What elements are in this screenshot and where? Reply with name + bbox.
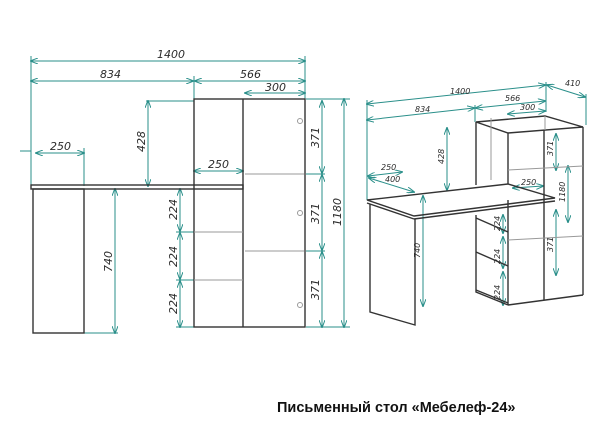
dim-label: 428 [437,149,446,164]
dim-label: 566 [240,68,261,81]
dim-label: 834 [415,105,430,114]
tower-top [475,115,584,134]
dim-label: 224 [493,216,502,231]
dim-label: 740 [102,251,115,272]
dim-label: 300 [265,81,286,94]
dim-label: 1180 [558,182,567,202]
tower [193,98,306,328]
drawing-title: Письменный стол «Мебелеф-24» [277,400,516,416]
dim-label: 224 [493,285,502,300]
dim-label: 428 [135,131,148,152]
dim-label: 410 [565,79,580,88]
handle-icon [297,118,303,124]
dim-label: 250 [381,163,396,172]
desk-top [366,183,556,217]
desk-leg [369,204,416,326]
dim-label: 250 [208,158,229,171]
dim-label: 371 [309,279,322,300]
dim-label: 371 [546,141,555,156]
dim-label: 1400 [157,48,185,61]
desk-perspective-outline [366,115,584,326]
dim-label: 371 [546,237,555,252]
dim-label: 224 [167,246,180,267]
dim-label: 300 [520,103,535,112]
perspective-dimension-lines [367,82,586,306]
dim-label: 224 [493,249,502,264]
dim-label: 1180 [331,198,344,226]
desk-front-outline [30,98,306,334]
extension-lines [20,56,350,334]
handle-icon [297,302,303,308]
dim-label: 250 [521,178,536,187]
perspective-view: 1400 410 834 566 300 250 400 428 250 740… [366,79,586,326]
dim-label: 740 [413,243,422,258]
dim-label: 371 [309,203,322,224]
handle-icon [297,210,303,216]
dim-label: 834 [100,68,121,81]
dim-label: 400 [385,175,400,184]
front-labels: 1400 834 566 300 250 250 428 740 224 224… [50,48,344,314]
perspective-labels: 1400 410 834 566 300 250 400 428 250 740… [381,79,580,300]
dim-label: 224 [167,199,180,220]
dim-label: 1400 [450,87,470,96]
front-view: 1400 834 566 300 250 250 428 740 224 224… [20,48,350,333]
dim-label: 371 [309,127,322,148]
dim-label: 566 [505,94,520,103]
dim-label: 250 [50,140,71,153]
dim-label: 224 [167,293,180,314]
desk-leg [32,188,85,334]
dimension-lines [31,61,344,333]
